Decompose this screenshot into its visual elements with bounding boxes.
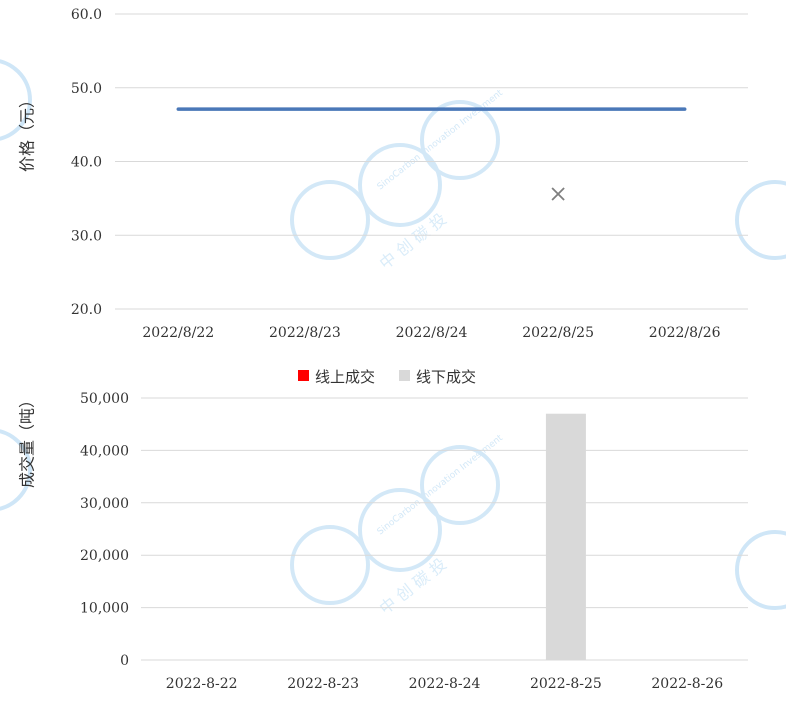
watermark-ring: [0, 429, 32, 511]
price-point-marker: [551, 187, 565, 201]
price-y-tick-label: 30.0: [71, 228, 102, 244]
watermark-ring: [735, 530, 786, 610]
volume-x-tick-label: 2022-8-25: [530, 676, 602, 692]
volume-x-tick-labels: 2022-8-22 2022-8-23 2022-8-24 2022-8-25 2022…: [166, 676, 724, 692]
volume-y-tick-label: 30,000: [80, 496, 129, 512]
volume-y-tick-label: 10,000: [80, 601, 129, 617]
volume-bar: [545, 413, 586, 660]
watermark-ring: [420, 445, 500, 525]
volume-x-tick-label: 2022-8-22: [166, 676, 238, 692]
volume-legend: 线上成交 线下成交: [298, 368, 476, 386]
legend-label-online: 线上成交: [315, 368, 375, 386]
legend-swatch-online: [298, 370, 309, 381]
price-series: [176, 107, 687, 201]
volume-chart: 0 10,000 20,000 30,000 40,000 50,000 2022-8-2…: [18, 368, 748, 692]
price-y-tick-label: 20.0: [71, 302, 102, 318]
price-y-tick-label: 40.0: [71, 155, 102, 171]
legend-label-offline: 线下成交: [416, 368, 476, 386]
price-y-tick-labels: 20.0 30.0 40.0 50.0 60.0: [71, 7, 102, 318]
price-y-axis-title: 价格（元）: [18, 92, 37, 172]
price-x-tick-label: 2022/8/26: [649, 325, 721, 341]
watermark-ring: [358, 143, 442, 227]
marker-stroke: [551, 187, 565, 201]
watermark-ring: [420, 100, 500, 180]
watermark-ring: [735, 180, 786, 260]
price-gridlines: [115, 13, 748, 310]
volume-y-tick-label: 20,000: [80, 548, 129, 564]
price-x-tick-label: 2022/8/24: [396, 325, 468, 341]
volume-y-tick-label: 0: [120, 653, 129, 669]
volume-gridlines: [141, 397, 748, 661]
legend-swatch-offline: [399, 370, 410, 381]
volume-y-tick-labels: 0 10,000 20,000 30,000 40,000 50,000: [80, 391, 129, 669]
volume-bars: [545, 413, 586, 660]
volume-y-tick-label: 40,000: [80, 443, 129, 459]
price-y-tick-label: 60.0: [71, 7, 102, 23]
price-x-tick-label: 2022/8/22: [142, 325, 214, 341]
watermark-ring: [290, 525, 370, 605]
price-x-tick-labels: 2022/8/22 2022/8/23 2022/8/24 2022/8/25 2022…: [142, 325, 720, 341]
volume-x-tick-label: 2022-8-23: [287, 676, 359, 692]
watermark-ring: [290, 180, 370, 260]
watermark-brand-cn: 中 创 碳 投: [376, 554, 450, 618]
price-x-tick-label: 2022/8/25: [522, 325, 594, 341]
volume-y-axis-title: 成交量（吨）: [18, 392, 37, 488]
price-x-tick-label: 2022/8/23: [269, 325, 341, 341]
watermark-ring: [0, 59, 32, 141]
volume-x-tick-label: 2022-8-24: [409, 676, 481, 692]
watermark-brand-cn: 中 创 碳 投: [376, 209, 450, 273]
watermark-ring: [358, 488, 442, 572]
volume-x-tick-label: 2022-8-26: [651, 676, 723, 692]
volume-y-tick-label: 50,000: [80, 391, 129, 407]
price-y-tick-label: 50.0: [71, 81, 102, 97]
